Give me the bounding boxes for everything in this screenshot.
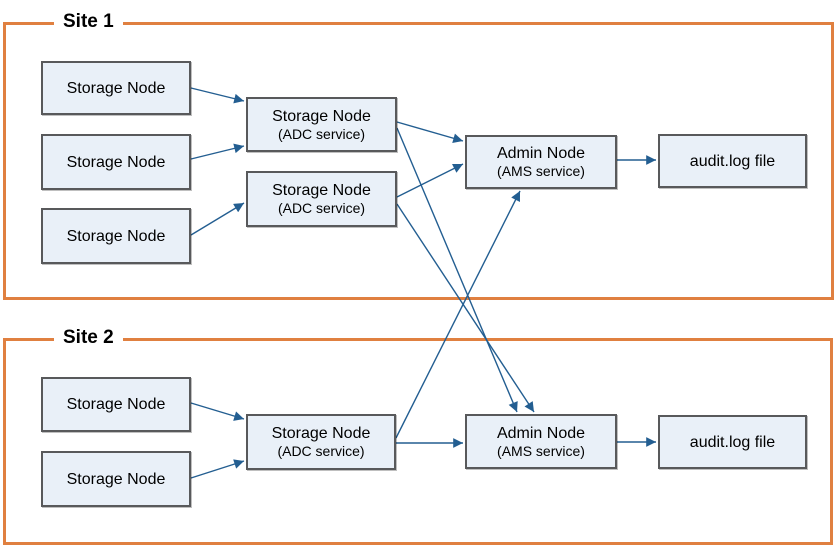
node-sublabel: (AMS service) [497, 442, 585, 459]
node-site1-storage-node-1: Storage Node [41, 61, 191, 115]
node-label: Storage Node [66, 470, 166, 488]
node-site2-storage-node-2: Storage Node [41, 451, 191, 507]
node-sublabel: (ADC service) [277, 443, 365, 459]
node-label: audit.log file [689, 433, 776, 451]
node-site1-adc-storage-node-2: Storage Node (ADC service) [246, 171, 397, 227]
node-label: Storage Node [66, 227, 166, 245]
node-label: Storage Node [66, 153, 166, 171]
site2-label: Site 2 [54, 326, 123, 350]
node-label: Storage Node [271, 425, 371, 442]
node-site1-storage-node-3: Storage Node [41, 208, 191, 264]
node-label: Storage Node [66, 79, 166, 97]
node-site2-admin-node: Admin Node (AMS service) [465, 414, 617, 469]
node-sublabel: (ADC service) [277, 125, 366, 142]
site1-label: Site 1 [54, 10, 123, 34]
node-site2-storage-node-1: Storage Node [41, 377, 191, 432]
node-label: Admin Node [496, 424, 586, 442]
node-site1-adc-storage-node-1: Storage Node (ADC service) [246, 97, 397, 152]
node-label: audit.log file [689, 152, 776, 170]
node-label: Storage Node [272, 107, 371, 125]
node-sublabel: (AMS service) [497, 163, 585, 179]
node-site1-admin-node: Admin Node (AMS service) [465, 135, 617, 189]
node-sublabel: (ADC service) [277, 200, 366, 216]
node-site1-storage-node-2: Storage Node [41, 134, 191, 190]
node-label: Storage Node [272, 182, 371, 199]
node-site2-adc-storage-node: Storage Node (ADC service) [246, 414, 396, 470]
node-label: Admin Node [496, 145, 586, 162]
node-site1-audit-log-file: audit.log file [658, 134, 807, 188]
node-label: Storage Node [66, 396, 166, 413]
node-site2-audit-log-file: audit.log file [658, 415, 807, 469]
